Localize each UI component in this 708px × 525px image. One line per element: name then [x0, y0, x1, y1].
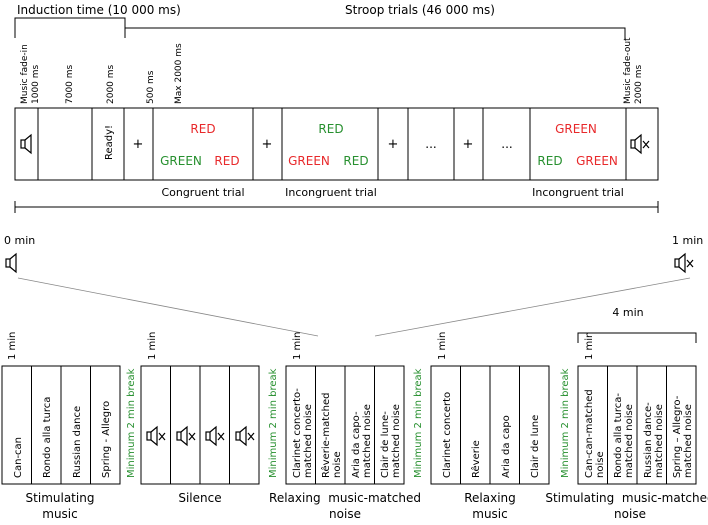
speaker-muted-icon [176, 426, 196, 446]
condition-relax-noise-line2: noise [329, 507, 361, 521]
relax-noise-item: Rêverie-matched [320, 393, 332, 479]
speaker-muted-icon [235, 426, 255, 446]
block-boxes [1, 365, 697, 485]
block1-duration: 1 min [7, 332, 18, 360]
condition-silence: Silence [178, 491, 221, 505]
ellipsis-2: ... [501, 137, 512, 151]
condition-stim-noise-line2: noise [614, 507, 646, 521]
incongruent2-top-word: GREEN [555, 122, 597, 136]
timeline-end-label: 1 min [672, 234, 703, 247]
speaker-icon [20, 134, 32, 154]
speaker-muted-icon-end [674, 253, 694, 273]
minute-timeline [14, 201, 659, 213]
fixation-cross-1: + [133, 137, 144, 152]
speaker-muted-icon [630, 134, 650, 154]
incongruent1-top-word: RED [318, 122, 343, 136]
incongruent1-left-word: GREEN [288, 154, 330, 168]
relax-noise-item: Clarinet concerto- [292, 388, 303, 478]
trial-sequence [14, 107, 659, 181]
four-min-bracket [577, 332, 697, 343]
incongruent2-left-word: RED [537, 154, 562, 168]
stim-noise-item: Rondo alla turca- [613, 393, 624, 478]
relax-noise-item: Clair de lune- [380, 411, 391, 478]
break-label-3: Minimum 2 min break [413, 368, 424, 478]
stim-music-item: Spring - Allegro [101, 401, 112, 478]
block2-duration: 1 min [147, 332, 158, 360]
stim-noise-item: matched noise [654, 404, 665, 478]
relax-noise-item: matched noise [303, 404, 314, 478]
fade-out-label: Music fade-out [623, 37, 633, 104]
break-label-4: Minimum 2 min break [560, 368, 571, 478]
stim-noise-item: matched noise [624, 404, 635, 478]
interval-max-label: Max 2000 ms [174, 43, 184, 104]
speaker-muted-icon [205, 426, 225, 446]
fixation-cross-2: + [262, 137, 273, 152]
relax-music-item: Clarinet concerto [442, 392, 453, 478]
condition-stim-noise-line1: Stimulating music-matched [545, 491, 708, 505]
stim-noise-item: noise [595, 451, 606, 478]
interval-7000-label: 7000 ms [65, 64, 75, 104]
block3-duration: 1 min [292, 332, 303, 360]
condition-relax-noise-line1: Relaxing music-matched [269, 491, 421, 505]
four-min-label: 4 min [612, 306, 643, 319]
stim-noise-item: Spring – Allegro- [672, 395, 683, 478]
zoom-lines [17, 277, 691, 337]
relax-noise-item: noise [332, 451, 343, 478]
fade-in-duration: 1000 ms [31, 64, 41, 104]
block5-duration: 1 min [584, 332, 595, 360]
relax-music-item: Rêverie [470, 440, 482, 478]
condition-relax-music-line2: music [472, 507, 507, 521]
incongruent1-right-word: RED [343, 154, 368, 168]
block4-duration: 1 min [437, 332, 448, 360]
speaker-muted-icon [146, 426, 166, 446]
induction-time-label: Induction time (10 000 ms) [17, 3, 181, 17]
stim-music-item: Russian dance [72, 406, 83, 478]
interval-500-label: 500 ms [146, 70, 156, 104]
congruent-left-word: GREEN [160, 154, 202, 168]
stim-noise-item: Russian dance- [643, 402, 654, 478]
fixation-cross-4: + [463, 137, 474, 152]
interval-2000-label: 2000 ms [106, 64, 116, 104]
condition-relax-music-line1: Relaxing [464, 491, 516, 505]
header-brackets [14, 17, 626, 40]
break-label-2: Minimum 2 min break [268, 368, 279, 478]
incongruent2-right-word: GREEN [576, 154, 618, 168]
fixation-cross-3: + [388, 137, 399, 152]
stim-noise-item: Can-can-matched [584, 389, 595, 478]
condition-stim-music-line2: music [42, 507, 77, 521]
relax-noise-item: matched noise [362, 404, 373, 478]
incongruent-trial-label-2: Incongruent trial [532, 186, 624, 199]
condition-stim-music-line1: Stimulating [26, 491, 95, 505]
relax-noise-item: Aria da capo- [351, 411, 362, 478]
incongruent-trial-label-1: Incongruent trial [285, 186, 377, 199]
stim-noise-item: matched noise [683, 404, 694, 478]
ready-text: Ready! [104, 125, 115, 160]
relax-music-item: Aria da capo [501, 415, 512, 478]
congruent-trial-label: Congruent trial [161, 186, 244, 199]
timeline-start-label: 0 min [4, 234, 35, 247]
stim-music-item: Rondo alla turca [42, 397, 53, 478]
speaker-icon-start [5, 253, 17, 273]
congruent-top-word: RED [190, 122, 215, 136]
fade-out-duration: 2000 ms [634, 64, 644, 104]
relax-noise-item: matched noise [391, 404, 402, 478]
break-label-1: Minimum 2 min break [126, 368, 137, 478]
relax-music-item: Clair de lune [530, 415, 541, 478]
fade-in-label: Music fade-in [20, 44, 30, 104]
stim-music-item: Can-can [13, 437, 24, 478]
congruent-right-word: RED [214, 154, 239, 168]
stroop-trials-label: Stroop trials (46 000 ms) [345, 3, 495, 17]
ellipsis-1: ... [425, 137, 436, 151]
